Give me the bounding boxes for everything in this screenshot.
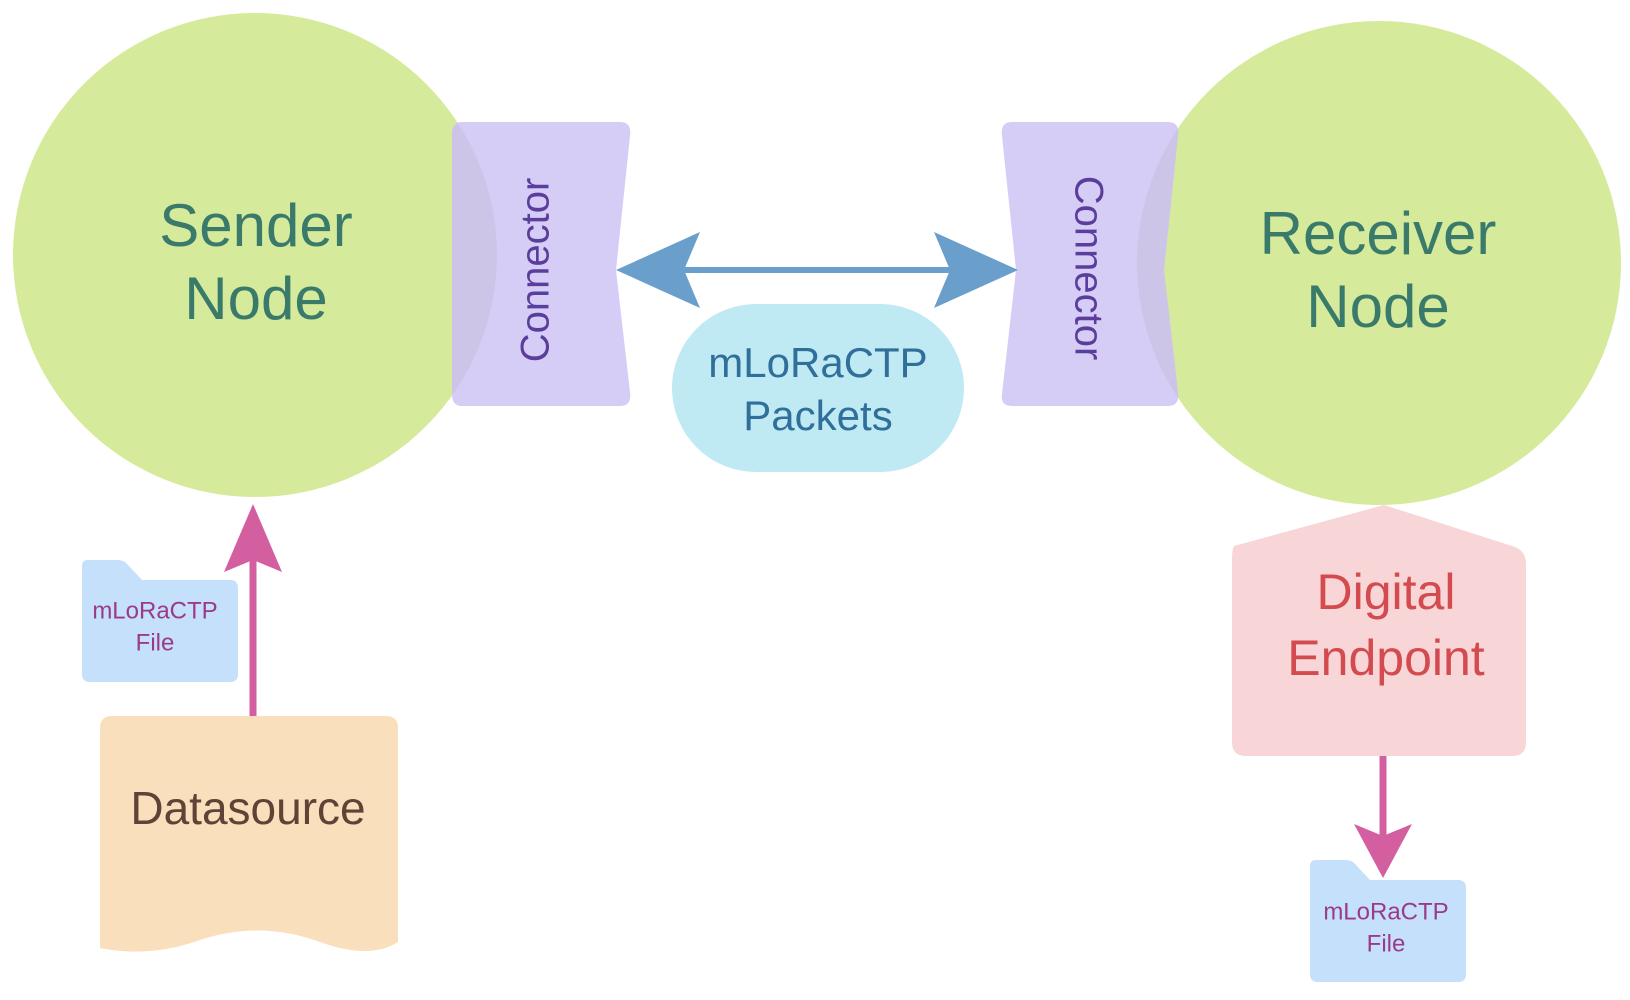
- datasource-to-sender-arrow: [224, 504, 282, 716]
- file-right-label-line1: mLoRaCTP: [1323, 898, 1448, 925]
- connector-right-label: Connector: [1066, 176, 1110, 361]
- endpoint-label-line1: Digital: [1317, 564, 1456, 620]
- packets-label-line1: mLoRaCTP: [708, 339, 927, 386]
- receiver-node-label-line2: Node: [1306, 273, 1449, 340]
- datasource-document: [100, 716, 398, 952]
- connector-left-shape: [452, 122, 631, 406]
- sender-node-circle: [13, 13, 497, 497]
- file-left-folder: [82, 560, 238, 682]
- file-right-label-line2: File: [1367, 930, 1406, 957]
- file-left-label-line2: File: [136, 629, 175, 656]
- bidirectional-link-arrow: [616, 232, 1018, 308]
- connector-right-shape: [1001, 122, 1179, 406]
- packets-bubble: [672, 304, 964, 472]
- packets-label-line2: Packets: [743, 392, 892, 439]
- endpoint-label-line2: Endpoint: [1287, 630, 1484, 686]
- receiver-node-circle: [1137, 21, 1621, 505]
- sender-node-label-line2: Node: [184, 265, 327, 332]
- sender-node-label-line1: Sender: [159, 192, 352, 259]
- datasource-label: Datasource: [130, 782, 365, 834]
- endpoint-shape: [1232, 505, 1526, 756]
- file-right-folder: [1310, 860, 1466, 982]
- connector-left-label: Connector: [514, 178, 558, 363]
- file-left-label-line1: mLoRaCTP: [92, 597, 217, 624]
- endpoint-to-file-arrow: [1354, 756, 1412, 878]
- receiver-node-label-line1: Receiver: [1260, 200, 1497, 267]
